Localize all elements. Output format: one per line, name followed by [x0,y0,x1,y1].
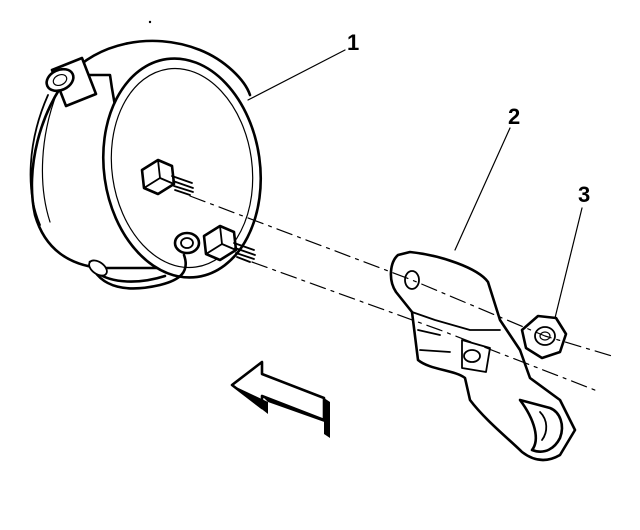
lower-stud [202,224,256,263]
alignment-lines [189,195,613,393]
vacuum-nipple [45,56,98,108]
vacuum-actuator [29,39,263,290]
stray-dot [148,20,152,24]
upper-stud [140,158,194,196]
callout-leaders [247,49,583,319]
front-of-vehicle-arrow [230,360,330,438]
callout-2: 2 [508,104,520,129]
bracket [389,250,577,462]
vacuum-hose [88,253,187,290]
callout-1: 1 [347,30,359,55]
callout-3: 3 [578,182,590,207]
vacuum-port [173,231,201,255]
nut [520,314,568,360]
